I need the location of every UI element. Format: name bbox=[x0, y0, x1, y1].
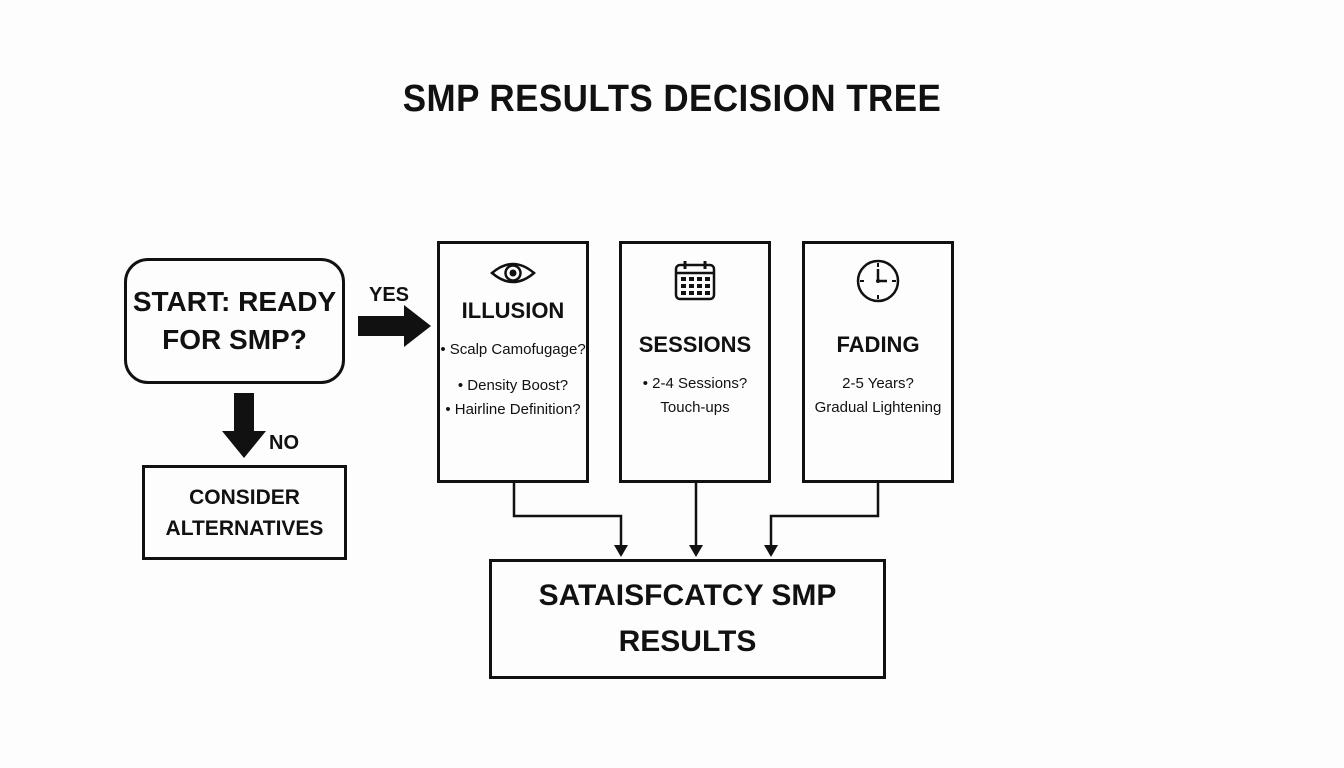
no-arrow bbox=[222, 393, 266, 458]
start-line-1: START: READY bbox=[132, 286, 337, 317]
illusion-heading: ILLUSION bbox=[461, 298, 565, 323]
connector-illusion bbox=[512, 483, 623, 547]
illusion-line-2: • Density Boost? bbox=[457, 377, 569, 394]
fading-line-1: 2-5 Years? bbox=[842, 375, 914, 392]
yes-label: YES bbox=[369, 284, 410, 306]
fading-line-2: Gradual Lightening bbox=[814, 399, 942, 416]
arrowhead-illusion bbox=[614, 545, 628, 557]
illusion-node: ILLUSION • Scalp Camofugage? • Density B… bbox=[437, 241, 589, 483]
sessions-heading: SESSIONS bbox=[638, 332, 752, 357]
consider-line-1: CONSIDER bbox=[189, 485, 300, 509]
no-label: NO bbox=[269, 432, 299, 454]
start-line-2: FOR SMP? bbox=[162, 324, 307, 355]
clock-icon bbox=[856, 259, 900, 303]
fading-node: FADING 2-5 Years? Gradual Lightening bbox=[802, 241, 954, 483]
illusion-line-3: • Hairline Definition? bbox=[445, 401, 581, 418]
consider-alternatives-node: CONSIDER ALTERNATIVES bbox=[142, 465, 347, 560]
consider-line-2: ALTERNATIVES bbox=[165, 516, 324, 540]
sessions-line-1: • 2-4 Sessions? bbox=[642, 375, 748, 392]
illusion-line-1: • Scalp Camofugage? bbox=[440, 341, 586, 358]
sessions-node: SESSIONS • 2-4 Sessions? Touch-ups bbox=[619, 241, 771, 483]
result-line-2: RESULTS bbox=[618, 625, 757, 658]
calendar-icon bbox=[674, 261, 716, 301]
result-node: SATAISFCATCY SMP RESULTS bbox=[489, 559, 886, 679]
yes-arrow bbox=[358, 305, 431, 347]
result-line-1: SATAISFCATCY SMP bbox=[538, 579, 837, 612]
eye-icon bbox=[490, 262, 536, 284]
diagram-title: SMP RESULTS DECISION TREE bbox=[402, 78, 942, 120]
fading-heading: FADING bbox=[836, 332, 920, 357]
arrowhead-sessions bbox=[689, 545, 703, 557]
arrowhead-fading bbox=[764, 545, 778, 557]
connector-fading bbox=[769, 483, 880, 547]
sessions-line-2: Touch-ups bbox=[660, 399, 730, 416]
start-node: START: READY FOR SMP? bbox=[124, 258, 345, 384]
